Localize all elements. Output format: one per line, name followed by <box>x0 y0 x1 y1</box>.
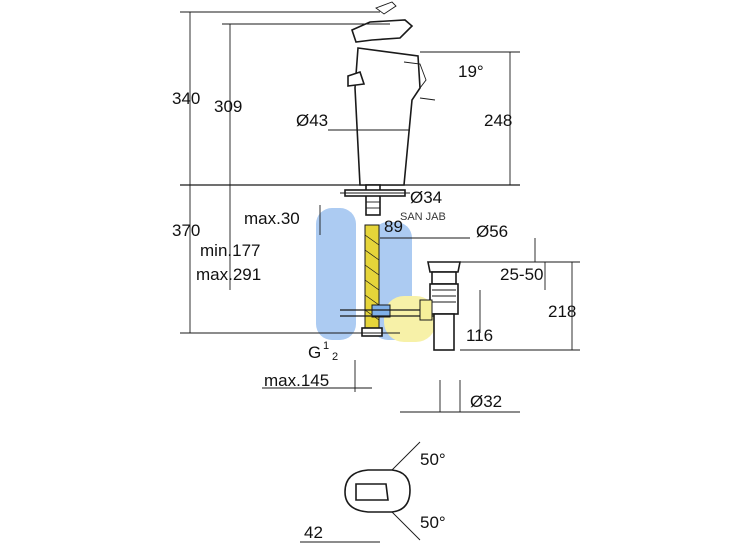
dim-spout-angle: 19° <box>458 62 484 81</box>
dim-lower-total: 370 <box>172 221 200 240</box>
dim-hole-diameter: Ø34 <box>410 188 442 207</box>
watermark-logo: SAN JAB <box>316 208 446 342</box>
supply-hose <box>361 224 391 337</box>
dim-lever-angle-top: 50° <box>420 450 446 469</box>
right-dimension-lines <box>420 51 580 351</box>
dimension-labels: 340 309 19° 248 Ø43 Ø34 370 max.30 89 Ø5… <box>172 62 576 542</box>
waste-assembly <box>419 261 461 351</box>
dim-waste-116: 116 <box>466 326 493 345</box>
dim-thread-den: 2 <box>332 351 338 363</box>
dim-max-thickness: max.30 <box>244 209 300 228</box>
dim-lever-angle-bottom: 50° <box>420 513 446 532</box>
lever-plan-view <box>344 441 421 541</box>
dim-lever-offset: 42 <box>304 523 323 542</box>
dim-trap-diameter: Ø32 <box>470 392 502 411</box>
dim-outlet-height: 248 <box>484 111 512 130</box>
dim-thread-num: 1 <box>323 340 329 352</box>
dim-waste-diameter: Ø56 <box>476 222 508 241</box>
faucet-body <box>347 1 427 186</box>
watermark-text: SAN JAB <box>400 211 446 223</box>
dim-thread: G <box>308 343 321 362</box>
misc-dimension-lines <box>262 97 520 543</box>
dim-spout-height: 309 <box>214 97 242 116</box>
dim-body-diameter: Ø43 <box>296 111 328 130</box>
left-dimension-lines <box>180 11 400 334</box>
dim-projection-89: 89 <box>384 217 403 236</box>
dim-total-height: 340 <box>172 89 200 108</box>
dim-min-177: min.177 <box>200 241 260 260</box>
dim-range-25-50: 25-50 <box>500 265 543 284</box>
dim-max-145: max.145 <box>264 371 329 390</box>
dim-max-291: max.291 <box>196 265 261 284</box>
dim-waste-218: 218 <box>548 302 576 321</box>
mounting-shank <box>344 184 406 216</box>
